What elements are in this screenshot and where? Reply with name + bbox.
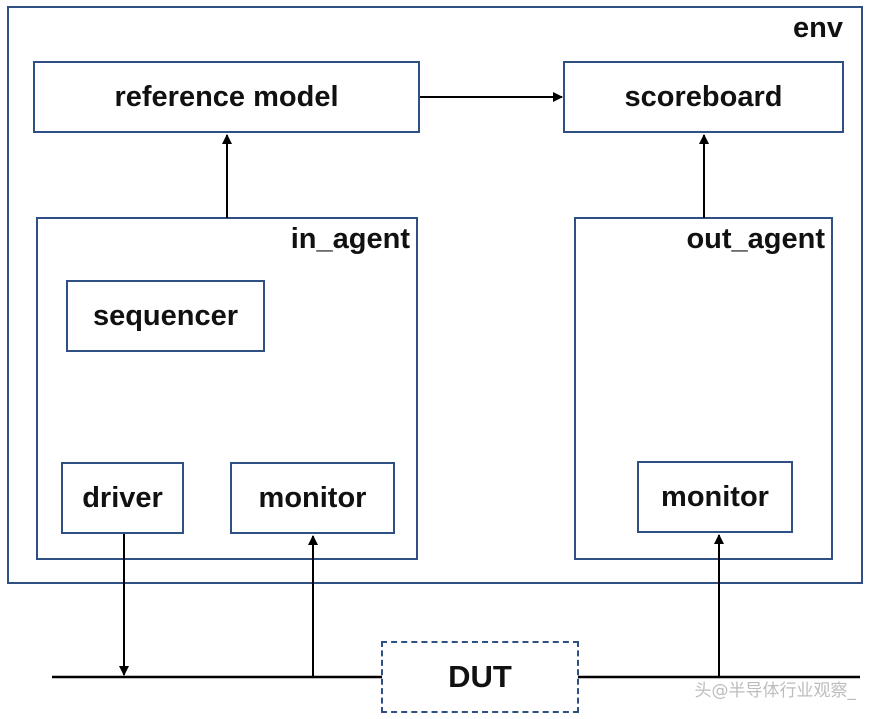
env-container: env xyxy=(7,6,863,584)
scoreboard-label: scoreboard xyxy=(624,80,783,113)
watermark-text: 头@半导体行业观察_ xyxy=(694,681,857,701)
out-agent-label: out_agent xyxy=(686,223,825,255)
sequencer-label: sequencer xyxy=(92,299,239,332)
in-agent-box: in_agent xyxy=(36,217,418,560)
in-agent-monitor-label: monitor xyxy=(258,481,367,514)
in-agent-label: in_agent xyxy=(290,223,410,255)
in-agent-monitor-box: monitor xyxy=(230,462,395,534)
dut-label: DUT xyxy=(448,659,512,694)
out-agent-monitor-label: monitor xyxy=(661,480,769,513)
scoreboard-box: scoreboard xyxy=(563,61,844,133)
driver-label: driver xyxy=(82,481,163,514)
env-label: env xyxy=(793,12,843,44)
reference-model-label: reference model xyxy=(114,80,339,113)
reference-model-box: reference model xyxy=(33,61,420,133)
sequencer-box: sequencer xyxy=(66,280,265,352)
out-agent-monitor-box: monitor xyxy=(637,461,793,533)
out-agent-box: out_agent xyxy=(574,217,833,560)
driver-box: driver xyxy=(61,462,184,534)
dut-box: DUT xyxy=(381,641,579,713)
